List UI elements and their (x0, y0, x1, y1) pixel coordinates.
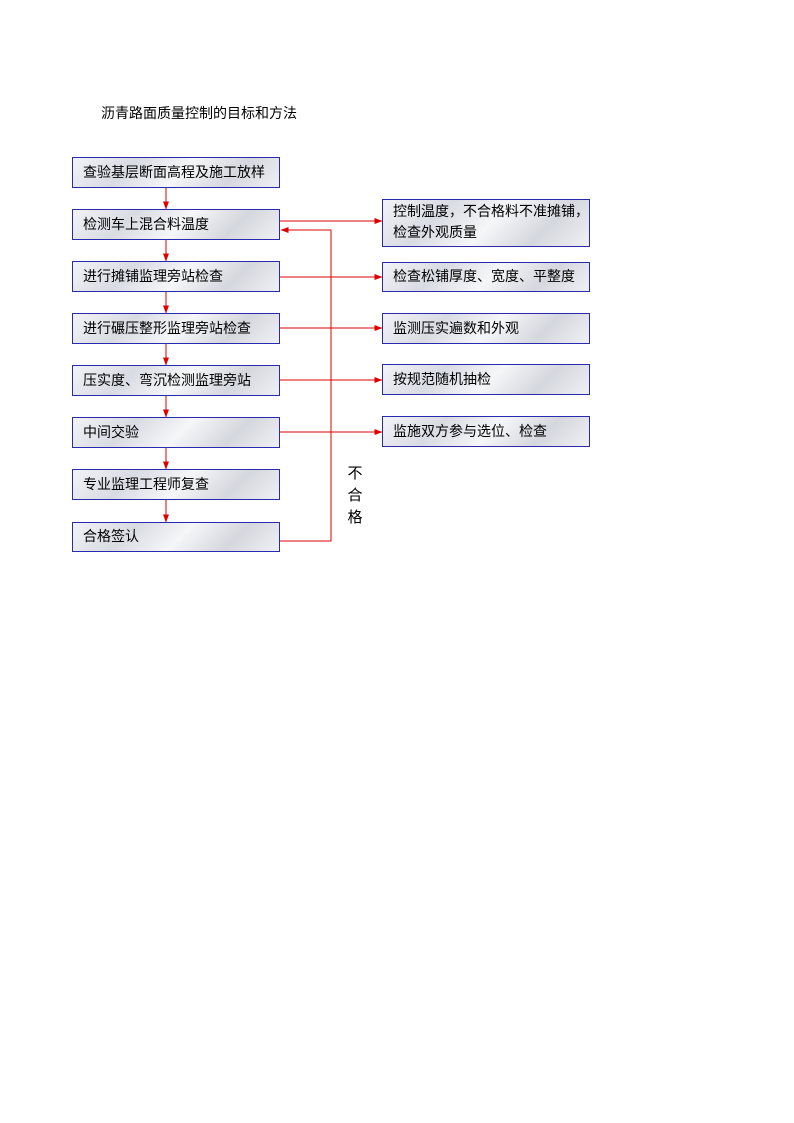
page-title: 沥青路面质量控制的目标和方法 (101, 106, 297, 122)
step-label: 压实度、弯沉检测监理旁站 (83, 372, 251, 389)
control-box-temperature: 控制温度，不合格料不准摊铺， 检查外观质量 (382, 199, 590, 247)
control-line: 监测压实遍数和外观 (393, 320, 519, 337)
control-line: 检查外观质量 (393, 225, 477, 241)
control-line: 按规范随机抽检 (393, 371, 491, 388)
control-box-joint-inspection: 监施双方参与选位、检查 (382, 416, 590, 447)
control-box-sampling: 按规范随机抽检 (382, 364, 590, 395)
step-box-interim-acceptance: 中间交验 (72, 417, 280, 448)
control-line: 检查松铺厚度、宽度、平整度 (393, 269, 575, 285)
step-box-rolling: 进行碾压整形监理旁站检查 (72, 313, 280, 344)
step-label: 进行摊铺监理旁站检查 (83, 268, 223, 285)
control-line: 监施双方参与选位、检查 (393, 423, 547, 440)
step-label: 中间交验 (83, 424, 139, 441)
step-label: 合格签认 (83, 529, 139, 545)
step-box-survey: 查验基层断面高程及施工放样 (72, 157, 280, 188)
step-label: 检测车上混合料温度 (83, 216, 209, 233)
step-box-engineer-review: 专业监理工程师复查 (72, 469, 280, 500)
control-box-paving: 检查松铺厚度、宽度、平整度 (382, 262, 590, 292)
reject-loop-arrow (280, 227, 332, 542)
reject-label: 不合格 (347, 464, 363, 526)
step-label: 查验基层断面高程及施工放样 (83, 164, 265, 181)
step-box-approval: 合格签认 (72, 522, 280, 552)
step-label: 进行碾压整形监理旁站检查 (83, 320, 251, 337)
step-box-paving: 进行摊铺监理旁站检查 (72, 261, 280, 292)
step-box-compaction: 压实度、弯沉检测监理旁站 (72, 365, 280, 396)
control-line: 控制温度，不合格料不准摊铺， (393, 204, 589, 220)
control-box-rolling: 监测压实遍数和外观 (382, 313, 590, 344)
step-label: 专业监理工程师复查 (83, 476, 209, 493)
step-box-temperature: 检测车上混合料温度 (72, 209, 280, 240)
